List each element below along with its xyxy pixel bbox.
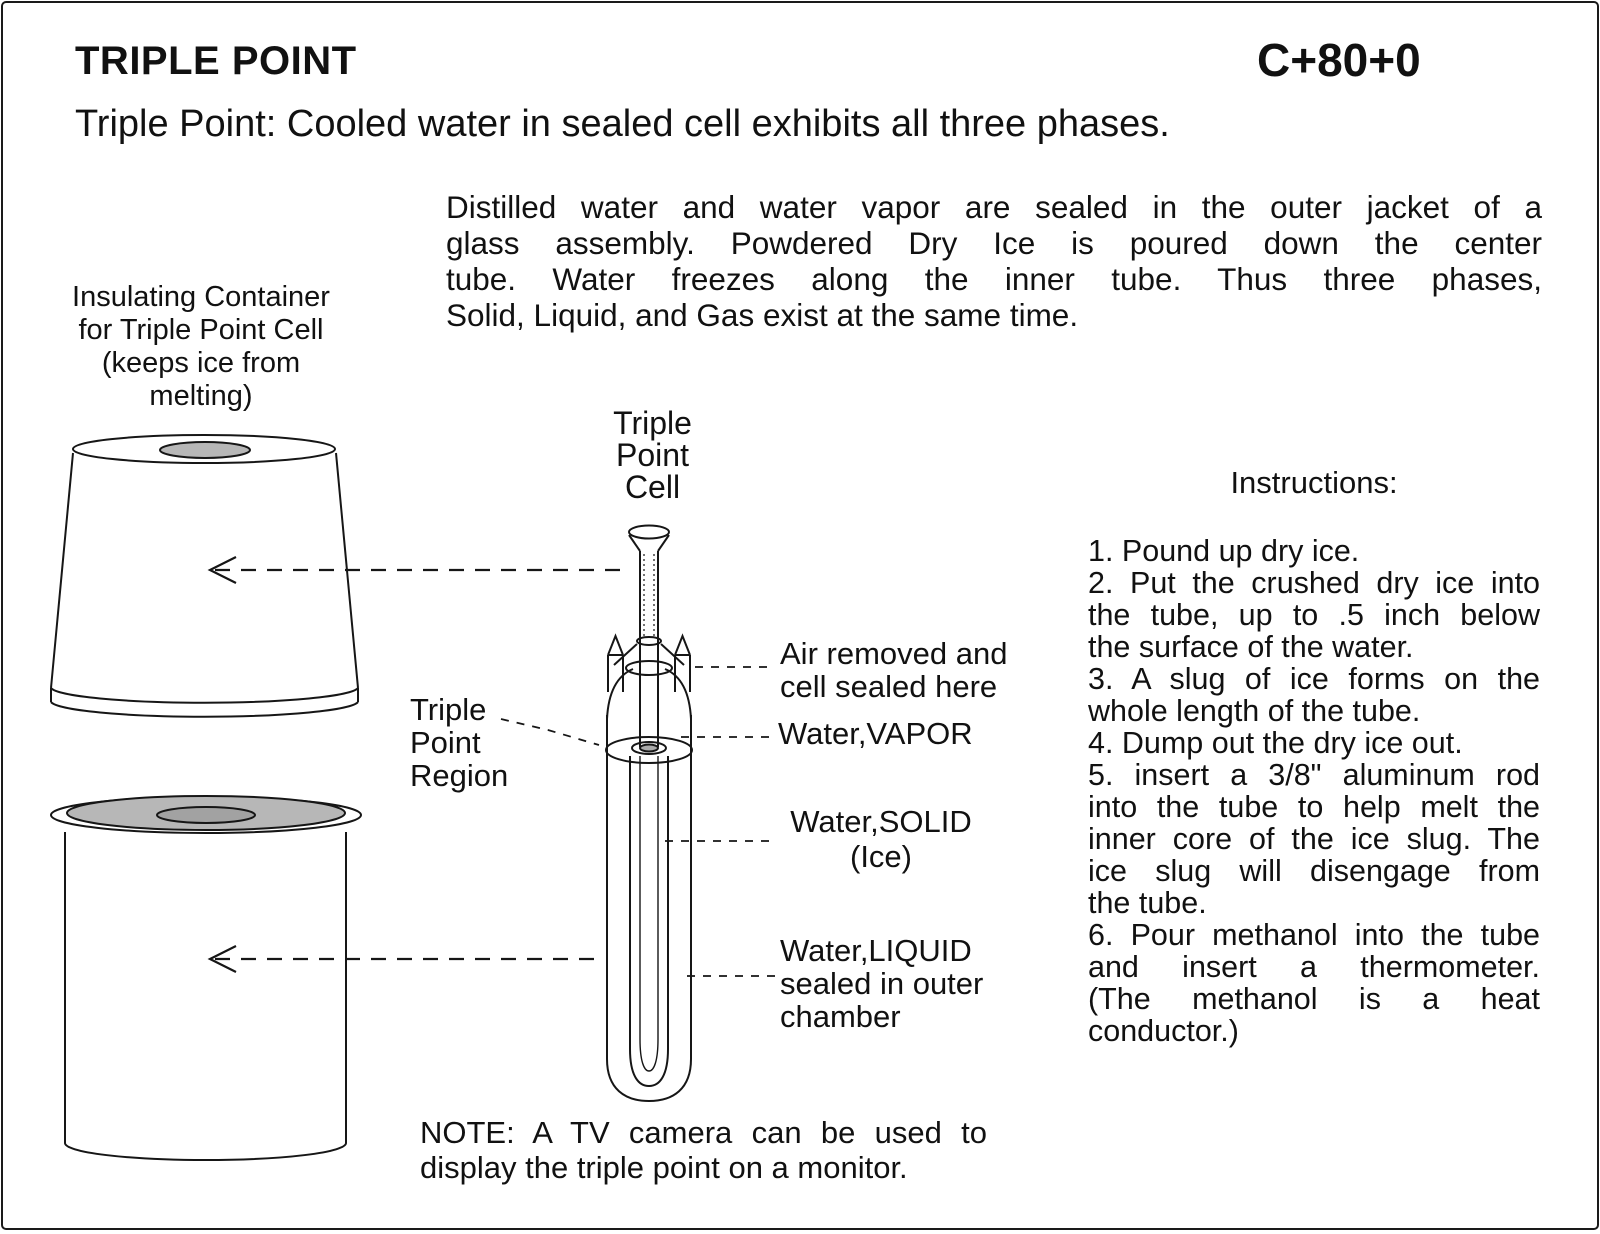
page-title: TRIPLE POINT (75, 39, 357, 83)
label-water-solid: Water,SOLID(Ice) (790, 804, 972, 874)
instructions-heading: Instructions: (1230, 465, 1398, 500)
seal-spike-right (674, 633, 691, 692)
diagram-artwork (50, 434, 775, 1162)
page-subtitle: Triple Point: Cooled water in sealed cel… (75, 103, 1170, 145)
cylinder-pointer-arrow (207, 945, 605, 973)
intro-paragraph: Distilled water and water vapor are seal… (446, 189, 1542, 333)
leader-region (500, 718, 600, 746)
label-water-vapor: Water,VAPOR (778, 716, 973, 751)
triple-point-cell-drawing (605, 524, 693, 1103)
insulating-lid-drawing (50, 434, 359, 718)
lid-pointer-arrow (207, 556, 631, 584)
instruction-item: 4. Dump out the dry ice out. (1088, 726, 1463, 760)
insulating-cylinder-drawing (50, 795, 362, 1162)
catalog-code: C+80+0 (1257, 34, 1421, 86)
instructions-list: 1. Pound up dry ice. 2. Put the crushed … (1088, 535, 1540, 1047)
instruction-item: 1. Pound up dry ice. (1088, 534, 1360, 568)
seal-spike-left (607, 633, 624, 692)
